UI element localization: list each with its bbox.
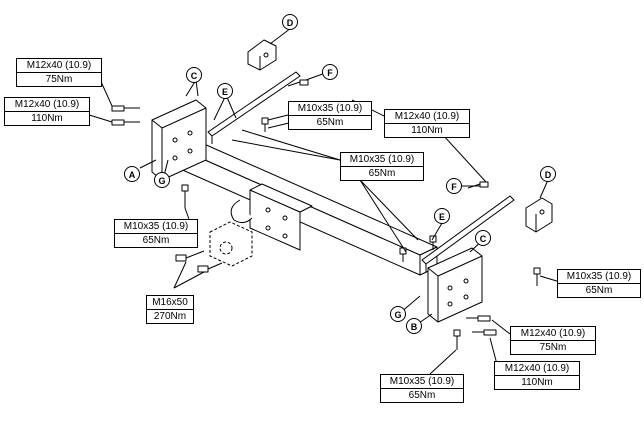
right-mounting-bracket [427,247,483,323]
spec-m16-270: M16x50 270Nm [146,295,194,324]
callout-e-right: E [434,208,450,224]
callout-a: A [124,166,140,182]
spec-torque: 65Nm [381,388,463,402]
callout-f-right: F [446,178,462,194]
spec-bolt: M10x35 (10.9) [566,271,632,282]
callout-c-right: C [475,230,491,246]
spec-bolt: M12x40 (10.9) [14,99,80,110]
spec-torque: 65Nm [289,115,371,129]
spec-bolt: M12x40 (10.9) [504,363,570,374]
callout-f-top: F [322,64,338,80]
callout-g-right: G [390,306,406,322]
spec-m10-65-top: M10x35 (10.9) 65Nm [288,101,372,130]
spec-bolt: M10x35 (10.9) [297,103,363,114]
spec-torque: 65Nm [115,233,197,247]
right-upper-strip [421,195,515,272]
callout-d-right: D [540,166,556,182]
left-upper-strip [207,71,301,144]
left-mounting-bracket [151,99,207,181]
spec-bolt: M12x40 (10.9) [26,60,92,71]
callout-b: B [406,318,422,334]
spec-torque: 110Nm [5,111,89,125]
spec-torque: 75Nm [511,340,595,354]
callout-d-top: D [282,14,298,30]
right-angle-bracket [525,197,553,233]
spec-bolt: M16x50 [152,297,188,308]
spec-bolt: M12x40 (10.9) [394,111,460,122]
spec-m12-110-right: M12x40 (10.9) 110Nm [494,361,580,390]
spec-torque: 65Nm [341,166,423,180]
spec-torque: 65Nm [558,283,640,297]
tow-ball-plate [230,183,313,251]
callout-e-left: E [217,83,233,99]
spec-m12-110-top-right: M12x40 (10.9) 110Nm [384,109,470,138]
spec-torque: 270Nm [147,309,193,323]
spec-torque: 75Nm [17,72,101,86]
spec-m12-110-left: M12x40 (10.9) 110Nm [4,97,90,126]
spec-bolt: M12x40 (10.9) [520,328,586,339]
callout-c-left: C [186,67,202,83]
spec-m10-65-center: M10x35 (10.9) 65Nm [340,152,424,181]
tow-ball-outline [209,221,253,267]
spec-bolt: M10x35 (10.9) [349,154,415,165]
spec-torque: 110Nm [385,123,469,137]
spec-m10-65-bottom: M10x35 (10.9) 65Nm [380,374,464,403]
spec-bolt: M10x35 (10.9) [123,221,189,232]
spec-m12-75-left: M12x40 (10.9) 75Nm [16,58,102,87]
top-left-angle-bracket [247,39,277,71]
spec-m10-65-left-bottom: M10x35 (10.9) 65Nm [114,219,198,248]
callout-g-left: G [154,172,170,188]
bolts [111,79,541,350]
spec-m12-75-right: M12x40 (10.9) 75Nm [510,326,596,355]
spec-torque: 110Nm [495,375,579,389]
spec-bolt: M10x35 (10.9) [389,376,455,387]
spec-m10-65-right: M10x35 (10.9) 65Nm [557,269,641,298]
